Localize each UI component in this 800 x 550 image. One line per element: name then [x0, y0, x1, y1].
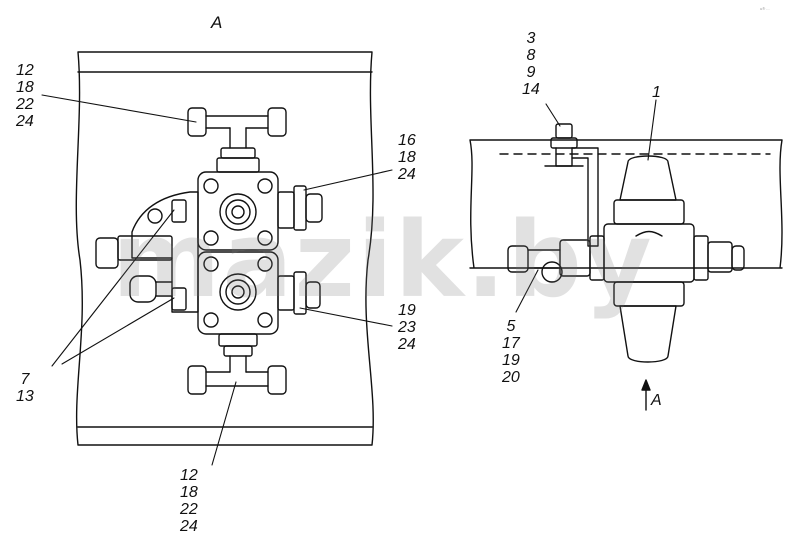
callout-number: 16	[398, 132, 416, 149]
callout-number: 7	[20, 371, 30, 388]
valve-body-side	[603, 155, 695, 363]
callout-number: 23	[398, 319, 416, 336]
bottom-tee-fitting	[187, 333, 287, 395]
callout-number: 17	[502, 335, 520, 352]
view-label: A	[211, 13, 223, 32]
horizontal-pipe-fittings	[507, 235, 745, 283]
callout-number: 19	[502, 352, 520, 369]
callout-number: 18	[398, 149, 416, 166]
callout-left-top: 12 18 22 24	[16, 62, 34, 130]
callout-number: 24	[16, 113, 34, 130]
right-leader-lines	[515, 99, 657, 313]
arrow-label: A	[651, 392, 662, 409]
corner-mark: u® ...	[760, 6, 770, 11]
callout-valve: 1	[652, 84, 661, 101]
callout-bolt: 3 8 9 14	[522, 30, 540, 98]
left-frame-outline	[75, 51, 374, 446]
lower-valve-body	[197, 251, 321, 335]
callout-number: 22	[16, 96, 34, 113]
callout-left-side: 7 13	[16, 371, 34, 405]
callout-number: 9	[526, 64, 536, 81]
callout-number: 22	[180, 501, 198, 518]
callout-number: 14	[522, 81, 540, 98]
callout-number: 24	[398, 336, 416, 353]
callout-number: 1	[652, 84, 661, 101]
callout-number: 18	[180, 484, 198, 501]
callout-number: 5	[506, 318, 516, 335]
callout-pipe: 5 17 19 20	[502, 318, 520, 386]
callout-number: 18	[16, 79, 34, 96]
mounting-bolt	[544, 123, 599, 247]
callout-number: 13	[16, 388, 34, 405]
callout-number: 3	[526, 30, 536, 47]
left-leader-lines	[41, 94, 393, 466]
callout-number: 20	[502, 369, 520, 386]
callout-left-bottom: 12 18 22 24	[180, 467, 198, 535]
callout-number: 12	[180, 467, 198, 484]
right-frame-outline	[469, 139, 783, 269]
callout-right-lower: 19 23 24	[398, 302, 416, 353]
mounting-bracket	[95, 191, 199, 313]
callout-right-upper: 16 18 24	[398, 132, 416, 183]
callout-number: 8	[526, 47, 536, 64]
callout-number: 19	[398, 302, 416, 319]
view-arrow	[641, 379, 651, 411]
callout-number: 24	[180, 518, 198, 535]
callout-number: 24	[398, 166, 416, 183]
upper-valve-body	[197, 171, 323, 251]
left-view	[41, 51, 393, 466]
callout-number: 12	[16, 62, 34, 79]
top-tee-fitting	[187, 107, 287, 173]
right-view	[469, 99, 783, 411]
